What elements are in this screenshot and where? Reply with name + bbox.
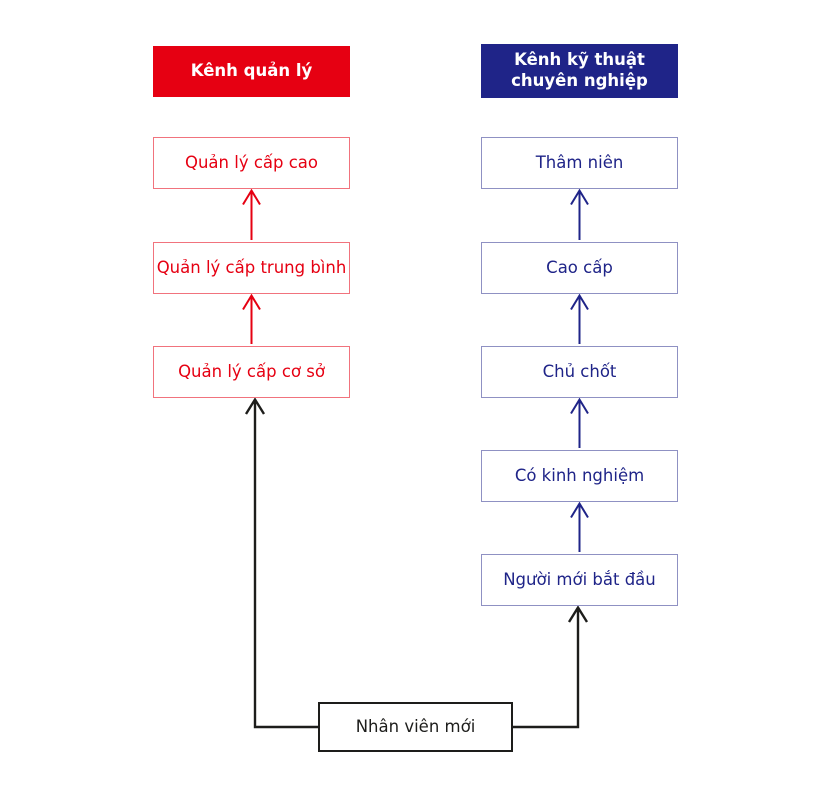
level-veteran: Thâm niên [481, 137, 678, 189]
level-beginner: Người mới bắt đầu [481, 554, 678, 606]
technical-channel-header: Kênh kỹ thuật chuyên nghiệp [481, 44, 678, 98]
management-channel-header: Kênh quản lý [153, 46, 350, 97]
entry-new-employee: Nhân viên mới [318, 702, 513, 752]
level-senior-management: Quản lý cấp cao [153, 137, 350, 189]
level-junior-management: Quản lý cấp cơ sở [153, 346, 350, 398]
level-key: Chủ chốt [481, 346, 678, 398]
level-middle-management: Quản lý cấp trung bình [153, 242, 350, 294]
level-experienced: Có kinh nghiệm [481, 450, 678, 502]
level-advanced: Cao cấp [481, 242, 678, 294]
